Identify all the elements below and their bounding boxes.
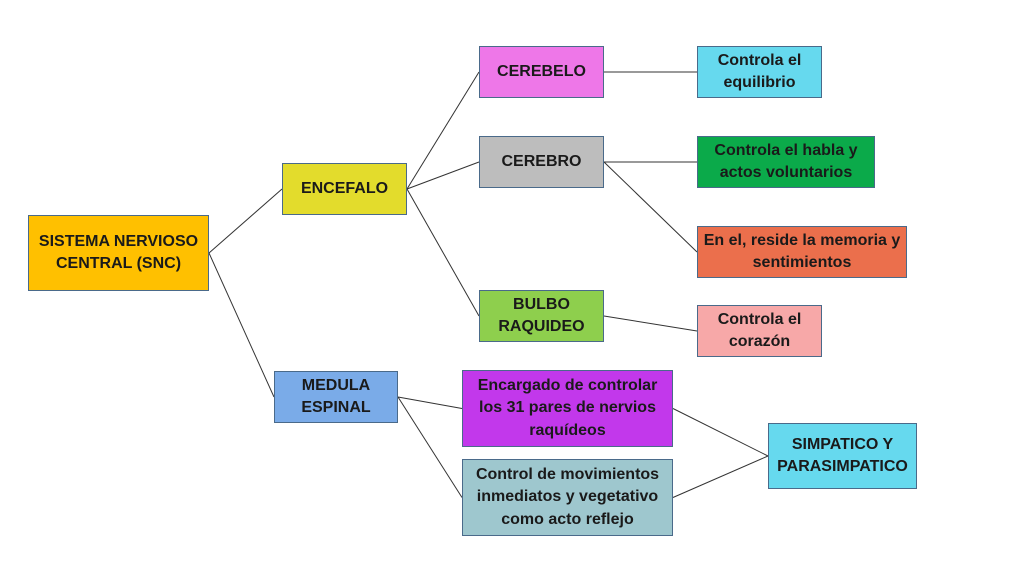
- node-controla-equilibrio: Controla el equilibrio: [697, 46, 822, 98]
- node-cerebelo: CEREBELO: [479, 46, 604, 98]
- node-controla-corazon: Controla el corazón: [697, 305, 822, 357]
- node-cerebro: CEREBRO: [479, 136, 604, 188]
- node-nervios-raquideos: Encargado de controlar los 31 pares de n…: [462, 370, 673, 447]
- connector-medula-nervios: [397, 396, 463, 409]
- connector-movimientos-simpatico: [672, 455, 769, 498]
- connector-bulbo-corazon: [603, 315, 698, 332]
- connector-encefalo-bulbo: [406, 188, 480, 317]
- connector-snc-medula: [208, 252, 275, 398]
- node-encefalo: ENCEFALO: [282, 163, 407, 215]
- connector-cerebro-memoria: [603, 161, 698, 253]
- connector-snc-encefalo: [208, 188, 283, 254]
- node-movimientos-reflejo: Control de movimientos inmediatos y vege…: [462, 459, 673, 536]
- node-medula-espinal: MEDULA ESPINAL: [274, 371, 398, 423]
- node-sistema-nervioso-central: SISTEMA NERVIOSO CENTRAL (SNC): [28, 215, 209, 291]
- node-controla-habla: Controla el habla y actos voluntarios: [697, 136, 875, 188]
- node-bulbo-raquideo: BULBO RAQUIDEO: [479, 290, 604, 342]
- connector-medula-movimientos: [397, 396, 463, 498]
- connector-nervios-simpatico: [672, 408, 769, 457]
- connector-encefalo-cerebelo: [406, 71, 480, 190]
- node-simpatico-parasimpatico: SIMPATICO Y PARASIMPATICO: [768, 423, 917, 489]
- connector-encefalo-cerebro: [406, 161, 480, 190]
- node-memoria-sentimientos: En el, reside la memoria y sentimientos: [697, 226, 907, 278]
